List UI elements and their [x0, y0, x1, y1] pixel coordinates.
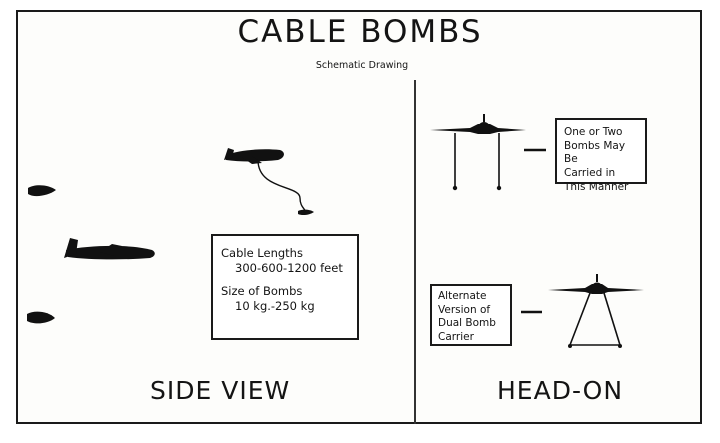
fighter-silhouette-side: [224, 148, 284, 164]
bomb-size-heading: Size of Bombs: [221, 283, 303, 298]
target-bomber-silhouette: [64, 238, 155, 260]
note-line: One or Two: [564, 126, 623, 138]
alt-note-line: Dual Bomb: [438, 317, 496, 330]
cable-lengths-heading: Cable Lengths: [221, 246, 303, 260]
note-line: Carried in: [564, 166, 616, 179]
note-line: This Manner: [564, 180, 629, 193]
trailing-cable: [257, 159, 307, 213]
side-view-label: SIDE VIEW: [150, 376, 291, 405]
alternate-carrier-note-box: Alternate Version of Dual Bomb Carrier: [430, 284, 512, 346]
dual-bomb-note-box: One or Two Bombs May Be Carried in This …: [555, 118, 647, 193]
diagram-subtitle: Schematic Drawing: [315, 60, 409, 71]
alt-note-line: Carrier: [438, 330, 474, 343]
aircraft-head-on-alternate-carrier: [548, 274, 644, 348]
head-on-label: HEAD-ON: [497, 376, 624, 405]
bomber-silhouette-top-left: [28, 185, 56, 197]
diagram-title: CABLE BOMBS: [237, 14, 483, 50]
cable-lengths-value: 300-600-1200 feet: [235, 260, 343, 275]
cable-specs-box: Cable Lengths 300-600-1200 feet Size of …: [211, 234, 359, 340]
aircraft-head-on-dual-bombs: [430, 114, 526, 191]
alt-note-line: Version of: [438, 303, 491, 316]
cable-bomb-icon: [298, 209, 314, 216]
diagram-frame: [16, 10, 702, 424]
center-divider: [414, 80, 416, 424]
bomber-silhouette-bottom-left: [27, 311, 55, 324]
bomb-size-value: 10 kg.-250 kg: [235, 298, 315, 313]
alt-note-line: Alternate: [438, 290, 487, 302]
note-line: Bombs May Be: [564, 139, 626, 166]
